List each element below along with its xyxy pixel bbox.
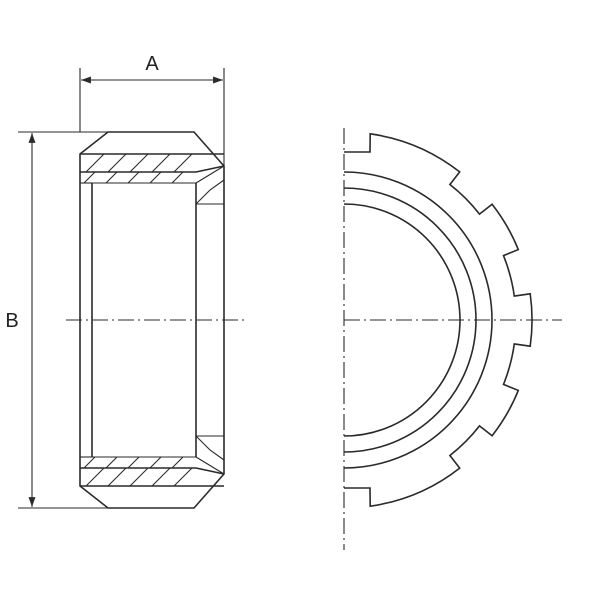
dimension-label-b: B xyxy=(5,310,18,332)
thread-circle-outer xyxy=(343,171,493,469)
nut-outline xyxy=(79,131,225,509)
bore-circle xyxy=(343,203,461,437)
section-hatching-top xyxy=(83,153,193,184)
bevel-bottom xyxy=(195,435,225,461)
dimension-a: A xyxy=(79,53,225,170)
bevel-top xyxy=(195,179,225,205)
chamfer-top xyxy=(195,165,225,173)
side-section-view xyxy=(66,131,246,509)
front-half-view xyxy=(343,128,562,550)
dimension-label-a: A xyxy=(145,53,159,75)
section-hatching-bottom xyxy=(83,456,193,487)
chamfer-bottom xyxy=(195,467,225,475)
chamfer-inner-bottom xyxy=(195,456,225,475)
slotted-outer-ring xyxy=(344,132,533,508)
chamfer-inner-top xyxy=(195,165,225,184)
thread-circle-middle xyxy=(343,187,477,453)
dimension-b: B xyxy=(5,131,110,509)
